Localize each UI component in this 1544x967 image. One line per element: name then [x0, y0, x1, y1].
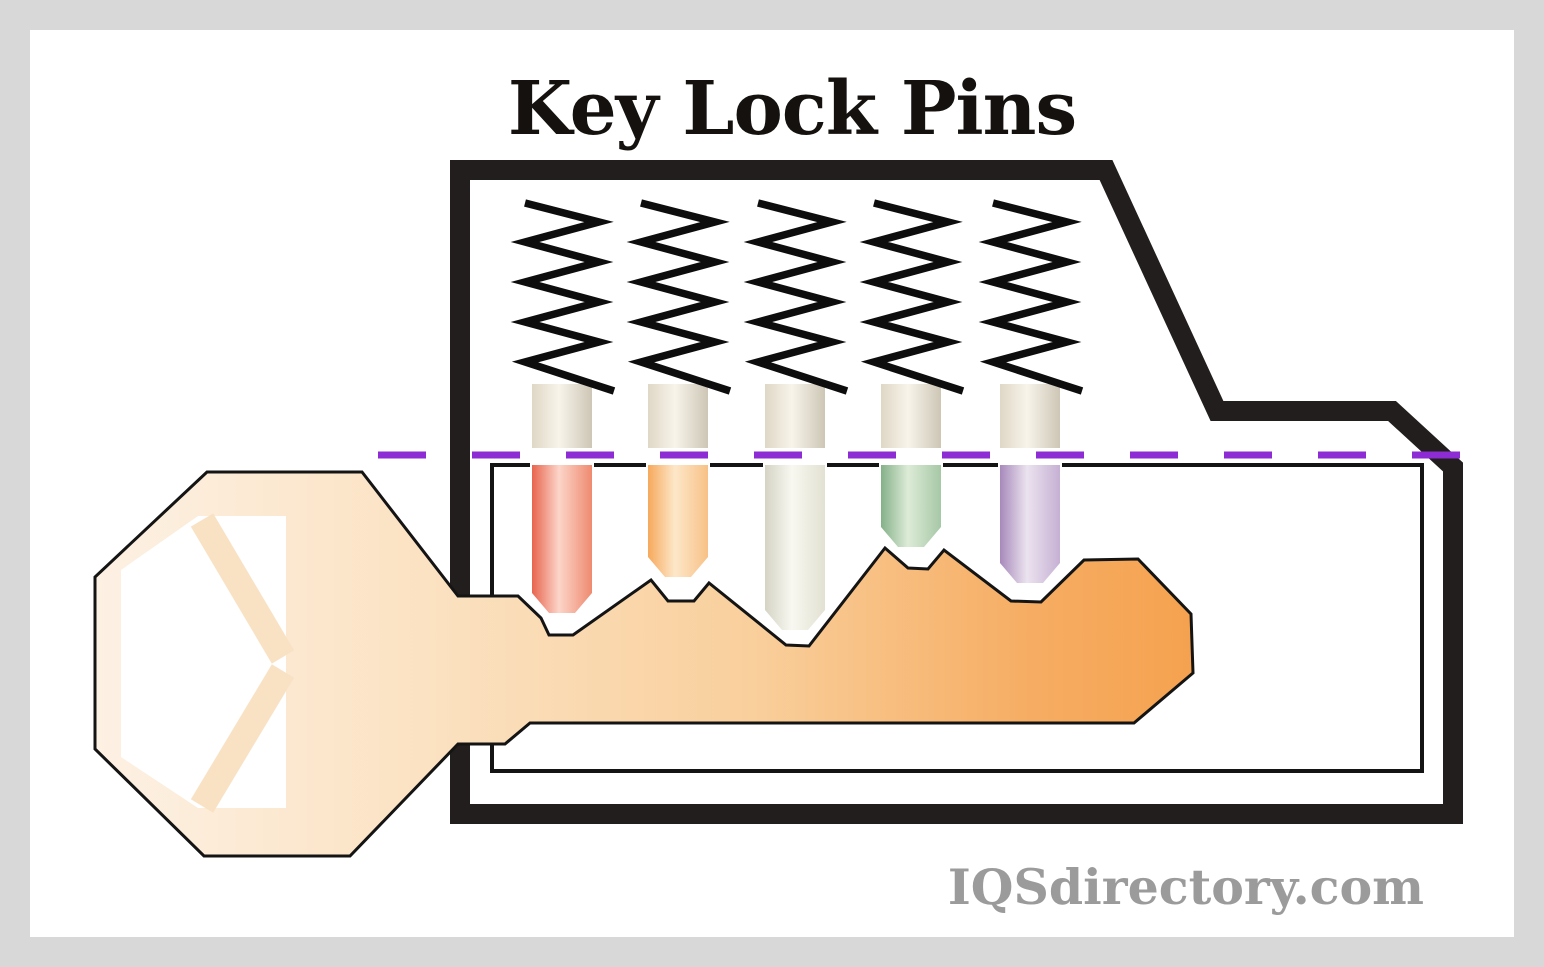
- driver-pin-2: [648, 384, 708, 448]
- spring-icon-5: [978, 199, 1084, 395]
- key-shape: [93, 470, 1195, 858]
- driver-pins-group: [532, 384, 1060, 448]
- diagram-canvas: Key Lock Pins IQSdirectory.com: [30, 30, 1514, 937]
- driver-pin-5: [1000, 384, 1060, 448]
- key-pin-4: [879, 463, 943, 549]
- driver-pin-3: [765, 384, 825, 448]
- spring-icon-2: [626, 199, 732, 395]
- springs-group: [510, 199, 1084, 395]
- key-body: [93, 470, 1195, 858]
- driver-pin-1: [532, 384, 592, 448]
- spring-icon-3: [743, 199, 849, 395]
- spring-icon-4: [859, 199, 965, 395]
- key-pin-2: [646, 463, 710, 579]
- key-pins-group: [530, 463, 1062, 632]
- key-cutout-chevron-bottom: [190, 664, 295, 813]
- driver-pin-4: [881, 384, 941, 448]
- key-cutout-chevron-top: [190, 513, 295, 664]
- key-head-cutout: [121, 516, 286, 808]
- spring-icon-1: [510, 199, 616, 395]
- key-pin-5: [998, 463, 1062, 585]
- key-pin-1: [530, 463, 594, 615]
- page-title: Key Lock Pins: [507, 66, 1077, 152]
- watermark-text: IQSdirectory.com: [947, 858, 1424, 916]
- key-pin-3: [763, 463, 827, 632]
- lock-housing-outline: [450, 160, 1463, 824]
